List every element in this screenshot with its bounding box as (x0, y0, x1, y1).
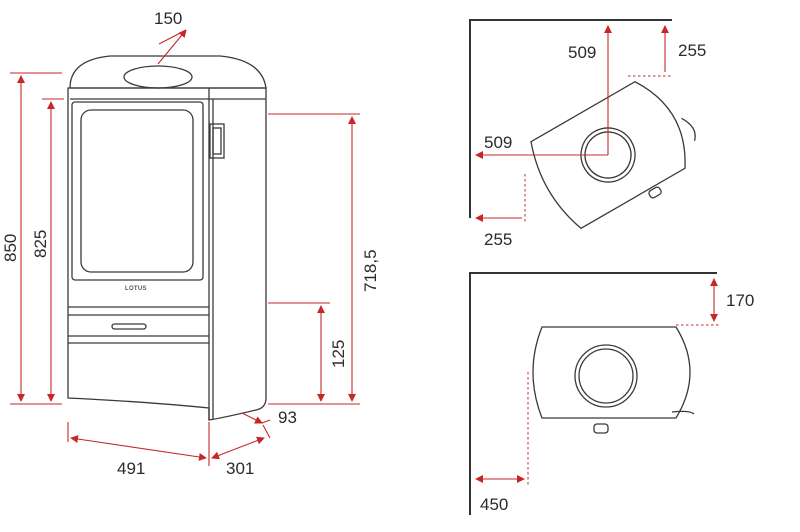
dim-top-clearance: 255 (678, 41, 706, 60)
stove-door-frame (71, 101, 204, 281)
stove-top-plate (69, 55, 267, 89)
dim-side-clearance-wall: 450 (480, 495, 508, 514)
brand-logo: LOTUS (125, 286, 147, 292)
corner-dimension-labels: 509 255 509 255 (484, 41, 706, 249)
front-dimension-lines (10, 29, 360, 466)
stove-door-handle-inner (212, 127, 222, 155)
foot-wall (593, 423, 609, 434)
wall-installation-view (469, 272, 717, 515)
dim-width: 491 (117, 459, 145, 478)
foot-corner (648, 186, 662, 199)
wall-dimension-lines (475, 278, 720, 486)
dim-bottom-height: 125 (329, 340, 348, 368)
dim-rear-offset: 93 (278, 408, 297, 427)
dim-total-height: 850 (1, 234, 20, 262)
wall-dimension-labels: 170 450 (480, 291, 754, 514)
dim-top-flue-width: 150 (154, 9, 182, 28)
stove-door-handle (209, 123, 225, 159)
handle-wall (671, 410, 695, 415)
front-dimension-labels: 150 850 825 718,5 125 93 491 301 (1, 9, 380, 478)
flue-outlet-top (123, 65, 193, 89)
handle-corner (681, 117, 696, 142)
dim-rear-clearance: 170 (726, 291, 754, 310)
dim-depth: 301 (226, 459, 254, 478)
dim-side-clearance-corner: 255 (484, 230, 512, 249)
ash-drawer-handle-icon (111, 323, 147, 330)
flue-circle-inner-wall (578, 348, 634, 404)
corner-walls (469, 19, 672, 218)
dim-vertical-wall-offset: 509 (568, 43, 596, 62)
wall-lines (469, 272, 717, 515)
dim-rear-flue-height: 718,5 (361, 249, 380, 292)
stove-glass-window (80, 109, 194, 273)
stove-body-outline (67, 87, 267, 421)
dim-door-height: 825 (31, 230, 50, 258)
dim-horizontal-wall-offset: 509 (484, 133, 512, 152)
corner-dimension-lines (475, 25, 672, 222)
stove-front-view: LOTUS (67, 55, 267, 421)
